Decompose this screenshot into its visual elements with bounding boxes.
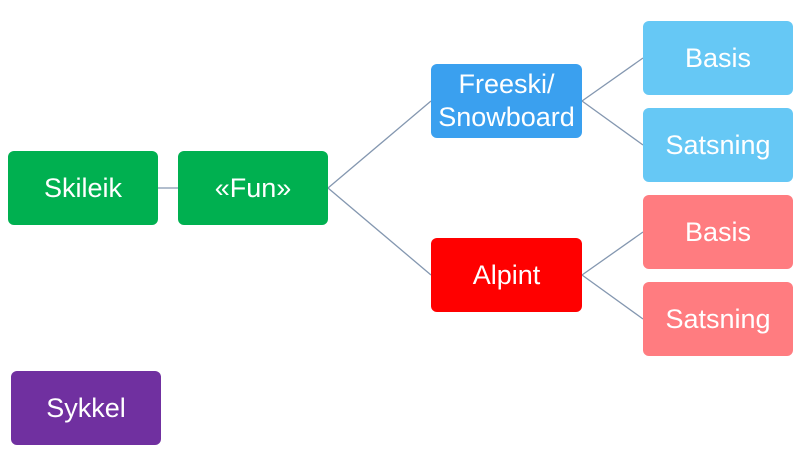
node-alpint-basis-label: Basis: [684, 216, 752, 247]
node-alpint-basis: Basis: [643, 195, 793, 269]
node-skileik-label: Skileik: [43, 172, 123, 203]
connector-alpint-alpint-basis: [581, 231, 644, 276]
node-skileik: Skileik: [8, 151, 158, 225]
node-freeski-satsning: Satsning: [643, 108, 793, 182]
node-freeski-snowboard-label: Freeski/ Snowboard: [438, 69, 575, 132]
node-fun-label: «Fun»: [214, 172, 292, 203]
node-freeski-satsning-label: Satsning: [665, 129, 771, 160]
node-alpint-satsning: Satsning: [643, 282, 793, 356]
connector-freeski-freeski-satsning: [581, 100, 644, 146]
node-sykkel: Sykkel: [11, 371, 161, 445]
connector-fun-freeski: [327, 100, 432, 189]
node-alpint-satsning-label: Satsning: [665, 303, 771, 334]
node-freeski-basis: Basis: [643, 21, 793, 95]
node-alpint: Alpint: [431, 238, 582, 312]
node-freeski-basis-label: Basis: [684, 42, 752, 73]
connector-fun-alpint: [327, 187, 432, 276]
connector-alpint-alpint-satsning: [581, 274, 644, 320]
node-alpint-label: Alpint: [472, 259, 541, 290]
node-sykkel-label: Sykkel: [46, 392, 126, 423]
connector-freeski-freeski-basis: [581, 57, 644, 102]
node-fun: «Fun»: [178, 151, 328, 225]
node-freeski-snowboard: Freeski/ Snowboard: [431, 64, 582, 138]
